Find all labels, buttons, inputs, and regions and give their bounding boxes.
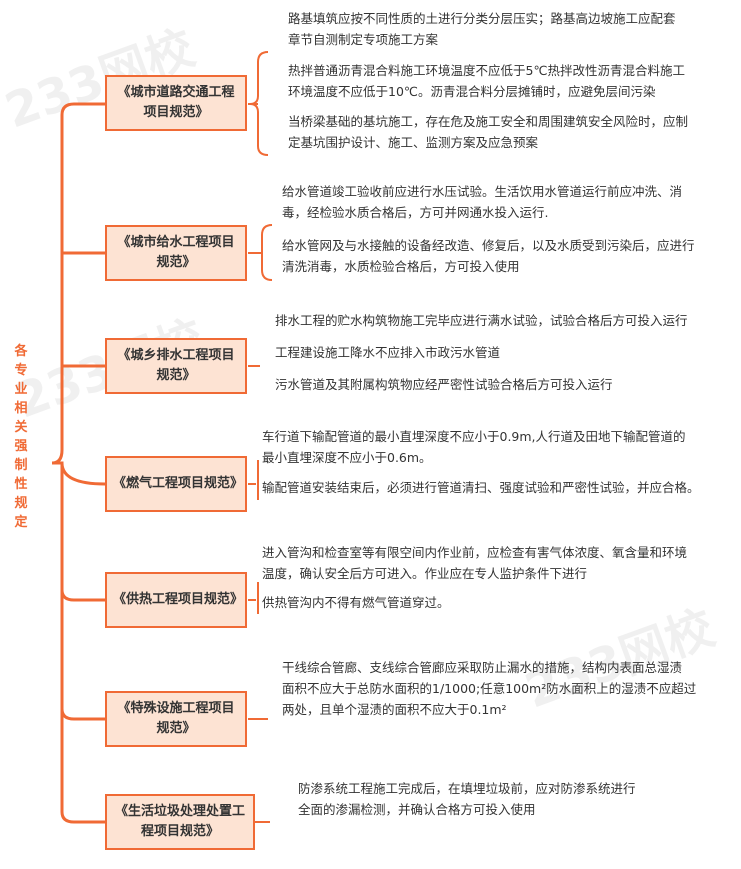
- branch-road-traffic: 《城市道路交通工程项目规范》: [105, 75, 247, 131]
- leaf-text: 输配管道安装结束后，必须进行管道清扫、强度试验和严密性试验，并应合格。: [262, 480, 700, 495]
- leaf-text: 供热管沟内不得有燃气管道穿过。: [262, 595, 450, 610]
- leaf-text: 排水工程的贮水构筑物施工完毕应进行满水试验，试验合格后方可投入运行: [275, 313, 688, 328]
- leaf-text: 进入管沟和检查室等有限空间内作业前，应检查有害气体浓度、氧含量和环境 温度，确认…: [262, 545, 688, 581]
- leaf-text: 污水管道及其附属构筑物应经严密性试验合格后方可投入运行: [275, 377, 613, 392]
- branch-gas: 《燃气工程项目规范》: [105, 456, 247, 512]
- branch-heating: 《供热工程项目规范》: [105, 572, 247, 628]
- leaf-text: 干线综合管廊、支线综合管廊应采取防止漏水的措施，结构内表面总湿渍 面积不应大于总…: [282, 660, 697, 717]
- leaf-text: 给水管网及与水接触的设备经改造、修复后，以及水质受到污染后，应进行 清洗消毒，水…: [282, 238, 695, 274]
- leaf-text: 防渗系统工程施工完成后，在填埋垃圾前，应对防渗系统进行 全面的渗漏检测，并确认合…: [298, 781, 636, 817]
- leaf-text: 工程建设施工降水不应排入市政污水管道: [275, 345, 501, 360]
- leaf-text: 当桥梁基础的基坑施工，存在危及施工安全和周围建筑安全风险时，应制 定基坑围护设计…: [288, 114, 689, 150]
- branch-drainage: 《城乡排水工程项目规范》: [105, 338, 247, 394]
- leaf-text: 热拌普通沥青混合料施工环境温度不应低于5℃热拌改性沥青混合料施工 环境温度不应低…: [288, 63, 685, 99]
- leaf-text: 给水管道竣工验收前应进行水压试验。生活饮用水管道运行前应冲洗、消 毒，经检验水质…: [282, 184, 683, 220]
- branch-waste-disposal: 《生活垃圾处理处置工程项目规范》: [105, 794, 255, 850]
- leaf-text: 路基填筑应按不同性质的土进行分类分层压实；路基高边坡施工应配套 章节自测制定专项…: [288, 11, 676, 47]
- branch-water-supply: 《城市给水工程项目规范》: [105, 225, 247, 281]
- root-node: 各专业相关强制性规定: [14, 344, 28, 530]
- branch-special-facilities: 《特殊设施工程项目规范》: [105, 691, 247, 747]
- leaf-text: 车行道下输配管道的最小直埋深度不应小于0.9m,人行道及田地下输配管道的 最小直…: [262, 429, 686, 465]
